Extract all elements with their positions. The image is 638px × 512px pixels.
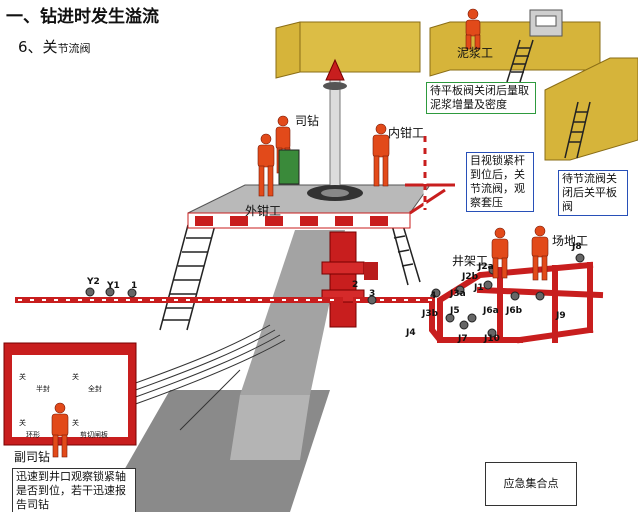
valve-4: 4 bbox=[430, 291, 437, 301]
valve-J2b: J2b bbox=[462, 272, 479, 282]
valve-J4: J4 bbox=[406, 328, 416, 338]
panel-annular: 环形 bbox=[26, 431, 40, 439]
kelly bbox=[329, 79, 341, 191]
panel-close-1: 关 bbox=[19, 373, 26, 381]
mud-tank-right bbox=[544, 57, 638, 161]
step-title: 6、关节流阀 bbox=[18, 36, 91, 57]
label-assistant: 副司钻 bbox=[14, 450, 51, 464]
valve-J7: J7 bbox=[458, 334, 468, 344]
label-driller: 司钻 bbox=[295, 114, 320, 128]
valve-J1: J1 bbox=[474, 283, 484, 293]
valve-1: 1 bbox=[131, 281, 138, 291]
panel-blind-ram: 全封 bbox=[88, 385, 102, 393]
panel-half-ram: 半封 bbox=[36, 385, 50, 393]
valve-J3b: J3b bbox=[422, 309, 439, 319]
valve-2: 2 bbox=[352, 280, 359, 290]
valve-J6b: J6b bbox=[506, 306, 523, 316]
note-derrick: 目视锁紧杆到位后，关节流阀，观察套压 bbox=[466, 152, 534, 212]
driller-console bbox=[278, 149, 300, 185]
note-assistant: 迅速到井口观察锁紧轴是否到位，若干迅速报告司钻 bbox=[12, 468, 136, 512]
valve-Y2: Y2 bbox=[87, 277, 100, 287]
note-yard: 待节流阀关闭后关平板阀 bbox=[558, 170, 628, 216]
valve-J5: J5 bbox=[450, 306, 460, 316]
mud-tank-mid bbox=[429, 21, 601, 77]
panel-close-2: 关 bbox=[72, 373, 79, 381]
valve-Y1: Y1 bbox=[107, 281, 120, 291]
valve-J9: J9 bbox=[556, 311, 566, 321]
valve-J3a: J3a bbox=[450, 289, 466, 299]
label-yard: 场地工 bbox=[552, 234, 589, 248]
assembly-point: 应急集合点 bbox=[485, 462, 577, 506]
valve-J8: J8 bbox=[572, 242, 582, 252]
panel-shear-ram: 剪切闸板 bbox=[80, 431, 108, 439]
step-verb: 关 bbox=[42, 38, 58, 56]
label-inner-tong: 内钳工 bbox=[388, 126, 425, 140]
note-mud: 待平板阀关闭后量取泥浆增量及密度 bbox=[426, 82, 536, 114]
step-number: 6、 bbox=[18, 38, 43, 56]
step-object: 节流阀 bbox=[57, 42, 91, 55]
panel-close-3: 关 bbox=[19, 419, 26, 427]
label-outer-tong: 外钳工 bbox=[245, 204, 282, 218]
valve-3: 3 bbox=[369, 289, 376, 299]
bop-stack bbox=[321, 231, 378, 328]
catwalk-slide bbox=[240, 230, 345, 395]
workers bbox=[51, 8, 549, 458]
valve-J10: J10 bbox=[484, 334, 500, 344]
label-mud: 泥浆工 bbox=[457, 46, 494, 60]
valve-J6a: J6a bbox=[483, 306, 499, 316]
valve-J2a: J2a bbox=[478, 262, 494, 272]
page-title: 一、钻进时发生溢流 bbox=[6, 7, 159, 27]
rig-floor bbox=[187, 184, 431, 214]
panel-close-4: 关 bbox=[72, 419, 79, 427]
label-derrick: 井架工 bbox=[452, 254, 489, 268]
